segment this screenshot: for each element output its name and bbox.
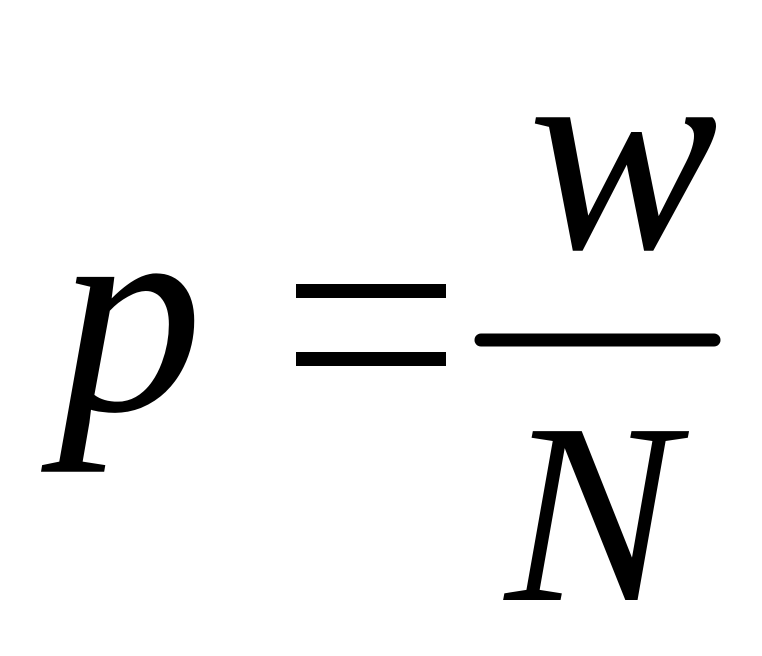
equals-sign: [296, 284, 446, 366]
equals-operator-text: =: [0, 0, 1, 1]
equals-bar-bottom: [296, 352, 446, 366]
denominator-variable-n: N: [501, 370, 690, 656]
equals-bar-top: [296, 284, 446, 298]
numerator-variable-w: w: [528, 0, 719, 310]
lhs-variable-p: p: [40, 152, 203, 473]
